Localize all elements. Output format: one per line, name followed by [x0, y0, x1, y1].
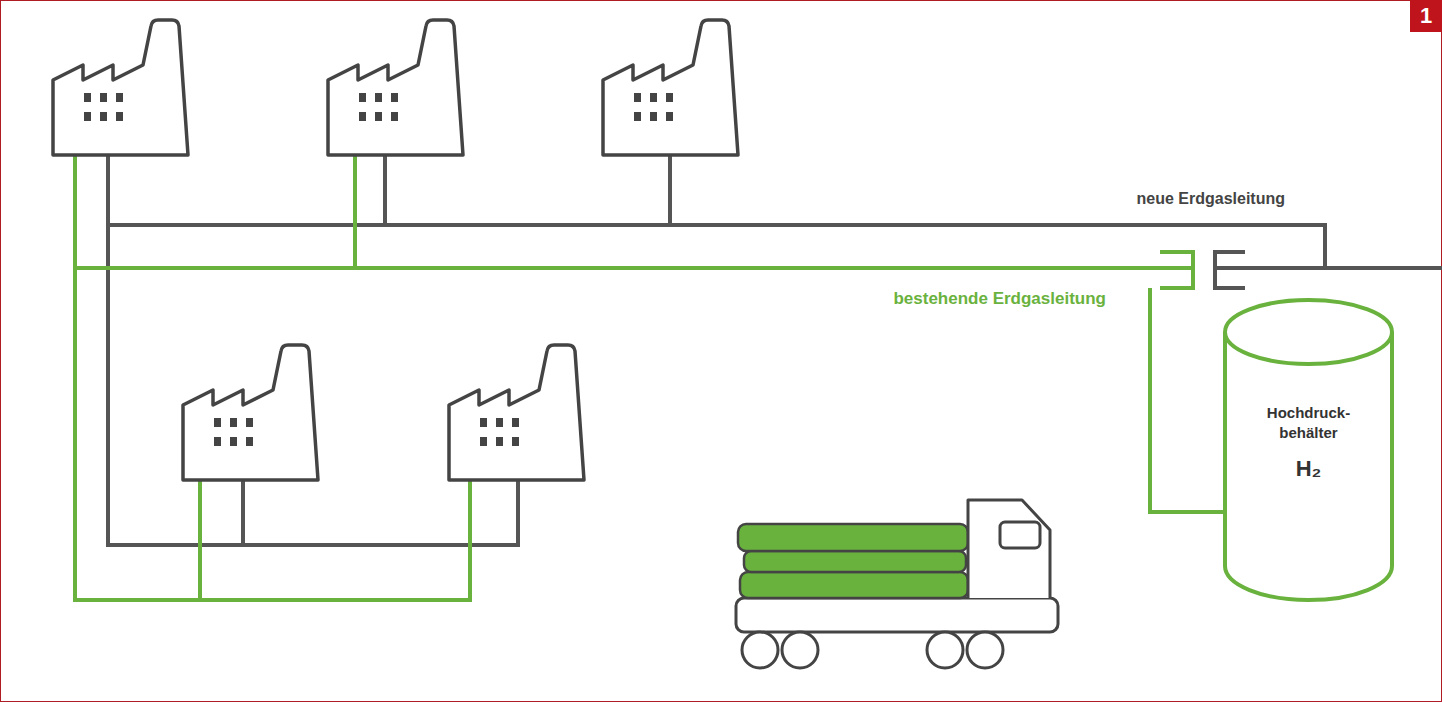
callout-number: 1 [1410, 0, 1442, 32]
tank-title: Hochdruck- behälter [1254, 403, 1364, 444]
pipeline-label: neue Erdgasleitung [1135, 190, 1287, 208]
tank-content: H₂ [1296, 456, 1322, 482]
cylinder-top [1225, 300, 1392, 364]
factory [183, 345, 318, 480]
tank-text: Hochdruck- behälterH₂ [1222, 298, 1395, 482]
factory [53, 20, 188, 155]
pipeline-label: bestehende Erdgasleitung [891, 289, 1108, 309]
truck [736, 500, 1058, 668]
factory [449, 345, 584, 480]
cylinder-body [1225, 332, 1392, 600]
hydrogen-tank: Hochdruck- behälterH₂ [1222, 298, 1395, 600]
factory [328, 20, 463, 155]
cylinder-outline [1222, 298, 1395, 600]
existing-pipeline [75, 155, 1224, 600]
factory [603, 20, 738, 155]
